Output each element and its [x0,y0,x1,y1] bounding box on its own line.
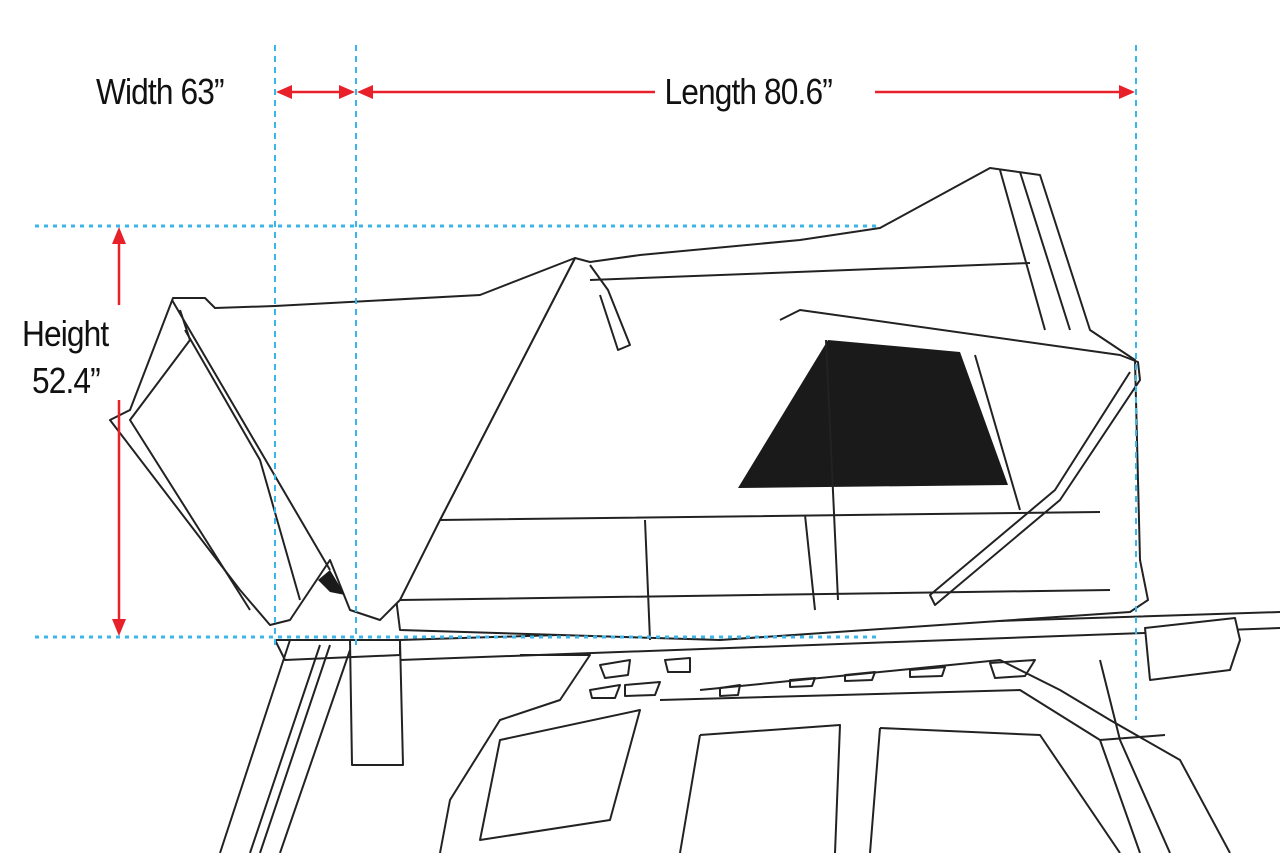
length-label: Length 80.6” [661,71,836,113]
length-arrow [357,85,1135,99]
tent-outline [109,167,1149,641]
height-arrow [112,227,126,636]
guide-lines [35,45,1137,720]
width-label: Width 63” [96,71,225,113]
height-label-line1: Height [22,313,109,355]
vehicle-outline [399,611,1280,853]
height-label-line2: 52.4” [32,360,101,402]
tent-window [738,340,1008,488]
width-arrow [276,85,355,99]
ladder-outline [219,639,404,853]
